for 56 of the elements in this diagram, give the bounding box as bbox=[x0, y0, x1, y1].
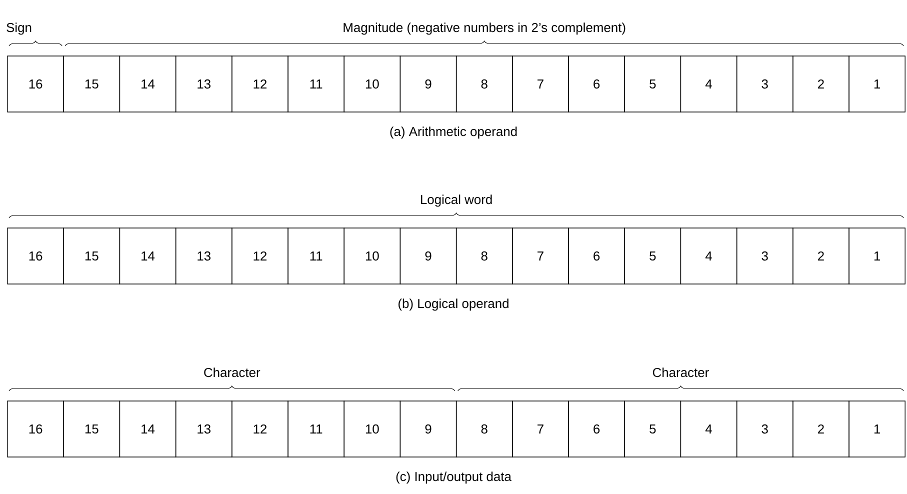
brace-label: Logical word bbox=[421, 194, 492, 207]
caption: (b) Logical operand bbox=[398, 298, 508, 311]
bit-cell: 4 bbox=[680, 228, 738, 284]
bit-cell: 2 bbox=[792, 400, 850, 458]
bit-cell: 15 bbox=[63, 228, 120, 284]
caption: (c) Input/output data bbox=[396, 472, 512, 484]
bit-cell: 1 bbox=[848, 56, 906, 112]
bit-cell: 7 bbox=[512, 56, 569, 112]
bit-cell: 3 bbox=[736, 400, 794, 458]
bit-cell: 14 bbox=[119, 228, 176, 284]
bit-cell: 16 bbox=[7, 228, 64, 284]
bit-cell: 2 bbox=[792, 56, 850, 112]
bit-cell: 15 bbox=[63, 400, 120, 458]
bit-cell: 6 bbox=[568, 56, 625, 112]
brace-label: Character bbox=[652, 368, 709, 378]
bit-cell: 13 bbox=[175, 228, 232, 284]
bit-cell: 7 bbox=[512, 228, 569, 284]
bit-cell: 8 bbox=[456, 228, 513, 284]
bit-cell: 12 bbox=[232, 228, 288, 284]
bit-cell: 1 bbox=[848, 400, 906, 458]
bit-cell: 16 bbox=[7, 56, 64, 112]
bit-cell: 3 bbox=[736, 228, 794, 284]
bit-cell: 4 bbox=[680, 400, 738, 458]
bit-cell: 5 bbox=[624, 400, 682, 458]
bit-cell: 14 bbox=[119, 56, 176, 112]
bit-cell: 10 bbox=[344, 56, 401, 112]
bit-cell: 6 bbox=[568, 400, 625, 458]
bit-cell: 9 bbox=[400, 228, 457, 284]
bit-cell: 5 bbox=[624, 228, 682, 284]
bit-cell: 1 bbox=[848, 228, 906, 284]
bit-cell: 12 bbox=[232, 400, 288, 458]
brace-label: Magnitude (negative numbers in 2’s complement) bbox=[344, 22, 626, 35]
bit-cell: 11 bbox=[288, 56, 344, 112]
bit-cell: 6 bbox=[568, 228, 625, 284]
bit-cell: 9 bbox=[400, 400, 457, 458]
brace-label: Character bbox=[204, 368, 260, 378]
bit-cell: 10 bbox=[344, 228, 401, 284]
bit-cell: 2 bbox=[792, 228, 850, 284]
bit-cell: 11 bbox=[288, 400, 344, 458]
bit-cell: 10 bbox=[344, 400, 401, 458]
bit-cell: 12 bbox=[232, 56, 288, 112]
bit-cell: 3 bbox=[736, 56, 794, 112]
bit-cell: 8 bbox=[456, 56, 513, 112]
bit-cell: 4 bbox=[680, 56, 738, 112]
bit-cell: 15 bbox=[63, 56, 120, 112]
caption: (a) Arithmetic operand bbox=[390, 126, 517, 139]
bit-cell: 14 bbox=[119, 400, 176, 458]
bit-cell: 8 bbox=[456, 400, 513, 458]
bit-cell: 13 bbox=[175, 56, 232, 112]
bit-cell: 9 bbox=[400, 56, 457, 112]
bit-cell: 7 bbox=[512, 400, 569, 458]
bit-cell: 11 bbox=[288, 228, 344, 284]
bit-cell: 16 bbox=[7, 400, 64, 458]
bit-cell: 13 bbox=[175, 400, 232, 458]
bit-cell: 5 bbox=[624, 56, 682, 112]
brace-label: Sign bbox=[6, 22, 32, 35]
